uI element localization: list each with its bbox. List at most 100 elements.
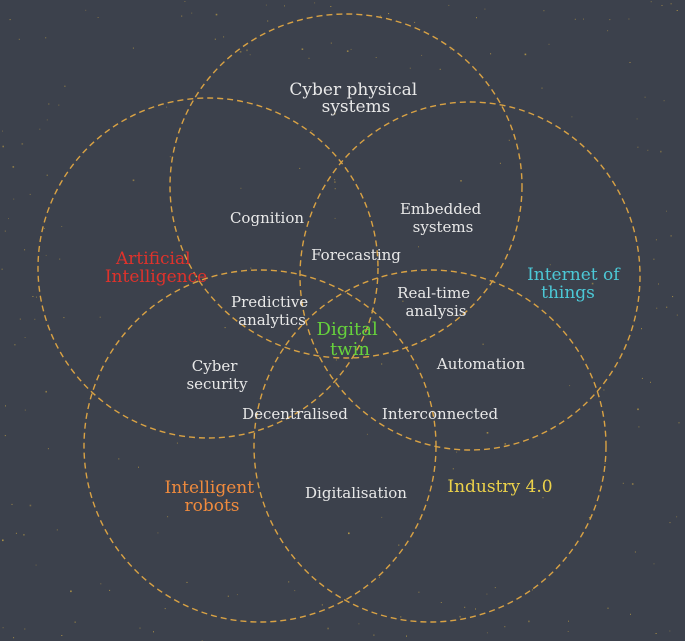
speckle-dot — [157, 532, 159, 534]
speckle-dot — [227, 595, 229, 597]
speckle-dot — [650, 1, 652, 3]
speckle-dot — [19, 318, 21, 320]
label-artificial-intelligence: Artificial Intelligence — [105, 249, 207, 287]
speckle-dot — [381, 363, 383, 365]
speckle-dot — [459, 615, 461, 618]
speckle-dot — [486, 432, 489, 434]
label-digitalisation: Digitalisation — [305, 484, 407, 502]
speckle-dot — [215, 13, 218, 16]
speckle-dot — [100, 583, 102, 585]
speckle-dot — [346, 50, 349, 52]
speckle-dot — [61, 635, 63, 636]
speckle-dot — [240, 187, 242, 189]
speckle-dot — [34, 318, 36, 320]
speckle-dot — [46, 119, 48, 121]
speckle-dot — [8, 218, 9, 220]
speckle-dot — [676, 516, 678, 518]
speckle-dot — [181, 15, 183, 17]
speckle-dot — [224, 327, 226, 329]
speckle-dot — [70, 590, 72, 593]
speckle-dot — [603, 389, 605, 391]
speckle-dot — [604, 462, 606, 464]
speckle-dot — [373, 634, 375, 636]
label-automation: Automation — [436, 355, 526, 373]
speckle-dot — [670, 3, 672, 5]
speckle-dot — [23, 534, 25, 536]
speckle-dot — [85, 9, 87, 11]
speckle-dot — [669, 630, 671, 632]
speckle-dot — [350, 48, 352, 50]
speckle-dot — [637, 146, 639, 148]
speckle-dot — [650, 381, 651, 383]
speckle-dot — [265, 4, 267, 6]
speckle-dot — [678, 422, 680, 424]
speckle-dot — [334, 181, 336, 183]
speckle-dot — [658, 283, 659, 285]
speckle-dot — [460, 180, 462, 182]
speckle-dot — [5, 405, 6, 407]
speckle-dot — [327, 627, 329, 630]
speckle-dot — [223, 36, 225, 38]
speckle-dot — [660, 150, 662, 153]
speckle-dot — [440, 602, 442, 603]
speckle-dot — [348, 532, 350, 535]
speckle-dot — [169, 483, 171, 485]
speckle-dot — [2, 627, 4, 629]
speckle-dot — [39, 128, 41, 130]
speckle-dot — [24, 628, 26, 630]
speckle-dot — [641, 377, 643, 379]
speckle-dot — [334, 188, 336, 190]
speckle-dot — [284, 5, 285, 7]
speckle-dot — [118, 458, 120, 460]
speckle-dot — [64, 85, 66, 87]
speckle-dot — [450, 49, 452, 51]
speckle-dot — [666, 306, 668, 308]
speckle-dot — [333, 112, 336, 115]
speckle-dot — [24, 337, 26, 338]
speckle-dot — [482, 343, 484, 345]
speckle-dot — [13, 637, 15, 639]
speckle-dot — [167, 516, 169, 518]
label-industry-4-0: Industry 4.0 — [447, 477, 552, 497]
speckle-dot — [366, 433, 368, 435]
speckle-dot — [153, 631, 154, 633]
speckle-dot — [45, 254, 47, 256]
speckle-dot — [638, 426, 640, 428]
speckle-dot — [452, 314, 454, 316]
label-interconnected: Interconnected — [382, 405, 499, 423]
speckle-dot — [36, 296, 37, 298]
speckle-dot — [132, 179, 135, 182]
speckle-dot — [567, 631, 569, 632]
speckle-dot — [342, 330, 344, 332]
speckle-dot — [139, 627, 141, 629]
speckle-dot — [583, 18, 584, 20]
speckle-dot — [647, 149, 649, 151]
label-decentralised: Decentralised — [242, 405, 348, 423]
speckle-dot — [191, 12, 193, 14]
speckle-dot — [524, 53, 527, 56]
speckle-dot — [375, 57, 377, 58]
speckle-dot — [330, 6, 332, 7]
speckle-dot — [504, 443, 507, 445]
speckle-dot — [456, 451, 458, 453]
speckle-dot — [418, 246, 419, 248]
speckle-dot — [475, 608, 476, 610]
speckle-dot — [2, 130, 3, 132]
speckle-dot — [452, 468, 454, 470]
speckle-dot — [607, 30, 609, 32]
speckle-dot — [47, 448, 49, 450]
speckle-dot — [11, 503, 13, 505]
circle-industry-4-0 — [253, 269, 607, 623]
speckle-dot — [239, 51, 242, 53]
label-embedded-systems: Embedded systems — [400, 200, 486, 236]
speckle-dot — [381, 516, 383, 518]
speckle-dot — [439, 68, 441, 70]
label-digital-twin: Digital twin — [317, 319, 384, 360]
speckle-dot — [288, 581, 290, 583]
speckle-dot — [634, 551, 636, 553]
circle-cyber-physical-systems — [169, 13, 523, 359]
label-predictive-analytics: Predictive analytics — [231, 293, 313, 329]
